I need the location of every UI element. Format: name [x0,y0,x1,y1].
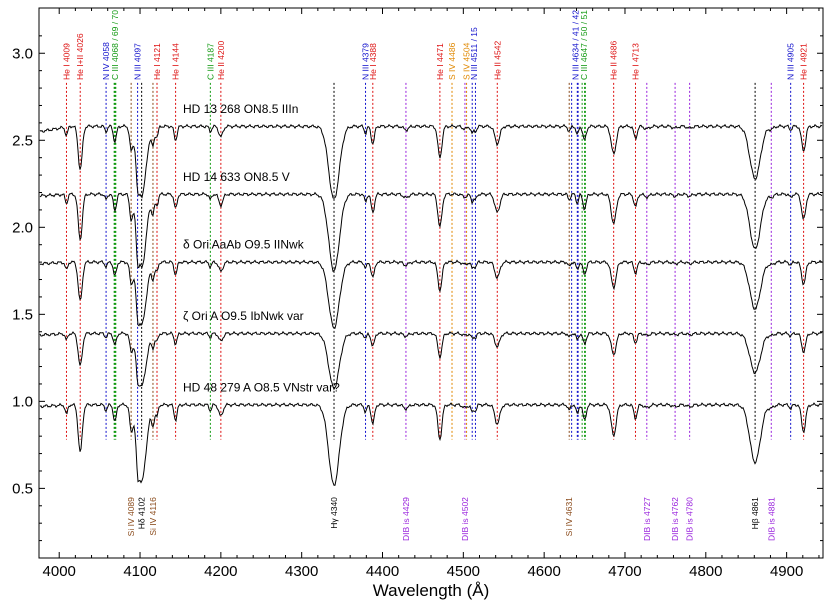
top-line-label: He II 4686 [609,41,619,80]
top-line-label: N III 4379 [361,43,371,80]
star-labels: HD 13 268 ON8.5 IIIn HD 14 633 ON8.5 V δ O… [183,102,340,394]
spectra [39,123,823,486]
top-line-label: He I+II 4026 [75,33,85,80]
top-line-label: He I 4144 [171,43,181,80]
x-tick-label: 4100 [123,563,156,580]
top-line-label: He I 4388 [368,43,378,80]
bottom-line-label: Si IV 4116 [148,497,158,536]
top-line-label: N IV 4058 [101,42,111,80]
spectrum-line [39,123,823,199]
x-axis-label: Wavelength (Å) [373,581,490,600]
top-line-label: He II 4200 [216,41,226,80]
top-line-label: N III 4511 / 15 [469,27,479,80]
spectrum-line [39,259,823,329]
x-tick-label: 4400 [366,563,399,580]
spectrum-line [39,402,823,486]
bottom-line-label: Hγ 4340 [329,497,339,529]
spectrum-line [39,191,823,272]
star-label: HD 14 633 ON8.5 V [183,170,290,184]
top-line-label: He I 4009 [61,43,71,80]
star-label: HD 13 268 ON8.5 IIIn [183,102,298,116]
star-label: HD 48 279 A O8.5 VNstr var? [183,380,340,394]
bottom-line-label: DIB is 4762 [670,497,680,541]
x-tick-label: 4900 [770,563,803,580]
y-tick-label: 0.5 [12,480,33,497]
top-line-label: N III 4097 [133,43,143,80]
bottom-line-label: Si IV 4631 [564,497,574,536]
top-line-label: He II 4542 [492,41,502,80]
top-line-label: He I 4713 [630,43,640,80]
bottom-line-label: Si IV 4089 [126,497,136,536]
top-line-label: He I 4121 [152,43,162,80]
x-tick-label: 4600 [527,563,560,580]
star-label: δ Ori AaAb O9.5 IINwk [183,238,305,252]
top-line-label: S IV 4486 [447,42,457,80]
bottom-line-label: DIB is 4780 [685,497,695,541]
x-tick-label: 4000 [43,563,76,580]
spectrum-line [39,330,823,391]
x-tick-label: 4800 [689,563,722,580]
y-tick-label: 1.0 [12,393,33,410]
y-tick-label: 2.5 [12,132,33,149]
x-tick-label: 4300 [285,563,318,580]
top-line-label: S IV 4504 [462,42,472,80]
axes: 4000 4100 4200 4300 4400 4500 4600 4700 4800 4900… [12,8,823,580]
y-tick-label: 2.0 [12,219,33,236]
top-line-label: N III 4634 / 41 / 42 [571,10,581,80]
top-line-label: He I 4921 [799,43,809,80]
x-tick-label: 4700 [608,563,641,580]
bottom-line-label: Hδ 4102 [137,497,147,529]
bottom-line-label: DIB is 4727 [642,497,652,541]
top-line-label: N III 4905 [786,43,796,80]
top-line-label: C III 4068 / 69 / 70 [110,10,120,80]
x-tick-label: 4500 [447,563,480,580]
top-line-label: C III 4647 / 50 / 51 [579,10,589,80]
top-line-label: C III 4187 [205,43,215,80]
x-tick-label: 4200 [204,563,237,580]
y-tick-label: 3.0 [12,45,33,62]
bottom-line-label: DIB is 4502 [460,497,470,541]
y-tick-label: 1.5 [12,306,33,323]
top-line-label: He I 4471 [435,43,445,80]
bottom-line-label: Hβ 4861 [750,497,760,530]
bottom-line-label: DIB is 4881 [766,497,776,541]
star-label: ζ Ori A O9.5 IbNwk var [183,309,304,323]
bottom-line-label: DIB is 4429 [401,497,411,541]
